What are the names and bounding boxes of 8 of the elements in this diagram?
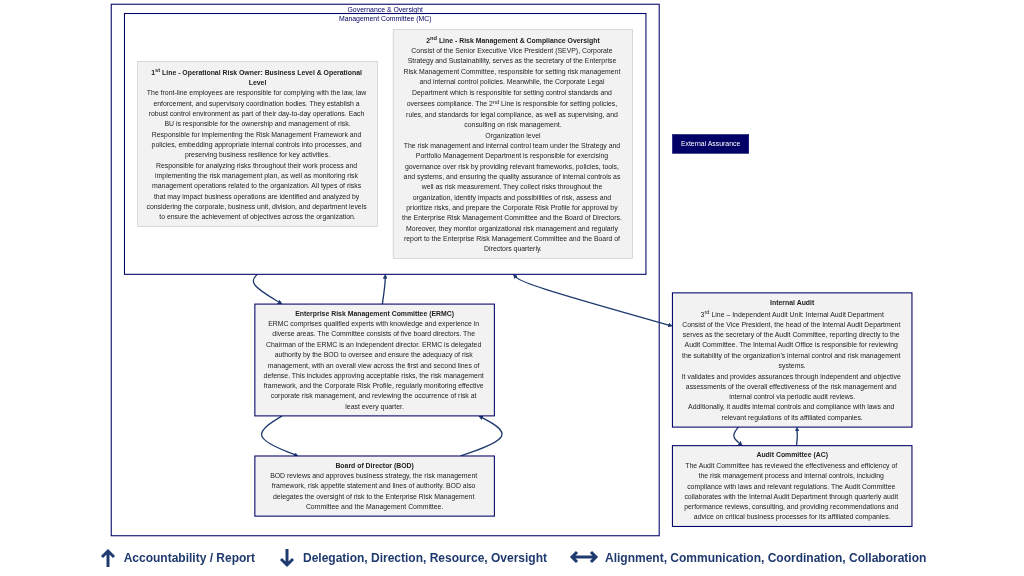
arrow: [795, 426, 800, 447]
legend-text: Accountability / Report: [123, 551, 255, 565]
arrow: [252, 273, 283, 305]
arrow: [733, 426, 743, 446]
arrow: [261, 415, 299, 457]
arrow: [382, 274, 388, 305]
legend-text: Alignment, Communication, Coordination, Collaboration: [605, 551, 927, 565]
legend-text: Delegation, Direction, Resource, Oversight: [302, 551, 548, 565]
